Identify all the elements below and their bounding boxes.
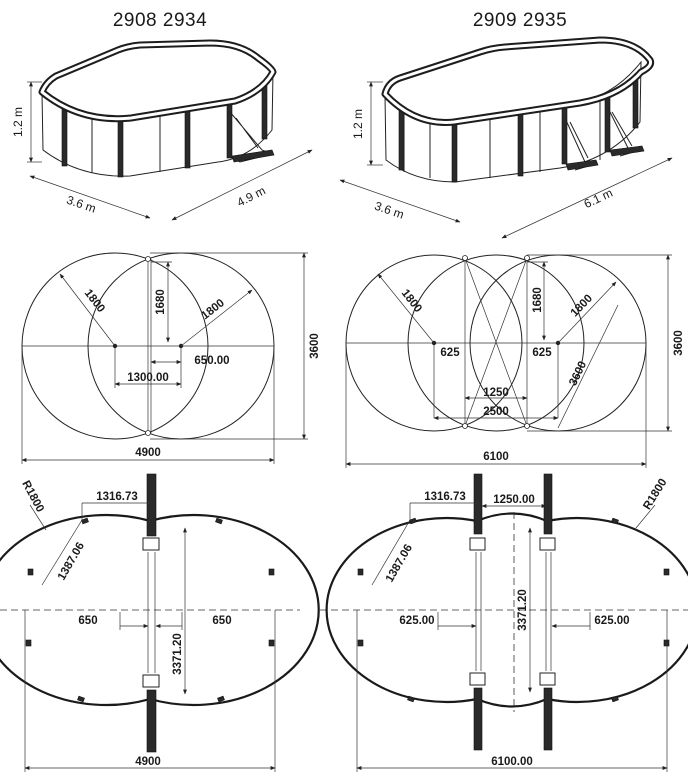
length-dimension (171, 149, 313, 221)
middle-bottom-outline (476, 697, 548, 708)
diagonal-dimension (557, 304, 619, 429)
length-label: 6100.00 (491, 756, 533, 768)
arc-dimension (371, 519, 411, 586)
middle-top-outline (476, 512, 548, 523)
height-label: 1.2 m (11, 107, 25, 137)
offset-left-label: 625.00 (399, 615, 434, 627)
radius-line (59, 273, 116, 347)
buttress-foot-bottom (142, 674, 160, 688)
plan-view-right: 1800 1800 1680 625 625 1250 2500 3600 36… (345, 254, 685, 468)
length-label: 6.1 m (582, 186, 615, 211)
radius-line (180, 289, 253, 347)
buttress-foot-bottom (469, 672, 486, 686)
offset-right-label: 625 (532, 347, 552, 359)
offset-left-label: 650 (78, 615, 97, 627)
intersection-point (145, 256, 151, 262)
intersection-point (145, 430, 151, 436)
chord-label: 1316.73 (96, 491, 138, 503)
buttress-bar-top (473, 473, 483, 535)
upright-post (561, 105, 568, 165)
height-label: 1.2 m (351, 109, 365, 139)
upright-post (61, 105, 68, 167)
buttress-foot-top (469, 537, 486, 551)
arc-label: 1387.06 (384, 542, 415, 584)
buttress-bar-top (146, 473, 157, 537)
upright-post (261, 83, 268, 140)
radius-leader (635, 504, 656, 529)
intersection-point (524, 423, 530, 429)
top-rail-inner (40, 41, 275, 121)
radius-leader (29, 504, 47, 531)
wall-shoes (357, 517, 670, 703)
width-label: 3.6 m (373, 199, 406, 222)
pool-3d-view-left: 1.2 m 3.6 m 4.9 m (11, 39, 313, 221)
top-rail-inner (383, 38, 653, 124)
upright-post (451, 119, 458, 183)
arc-dimension (41, 519, 83, 586)
radius-label-left: 1800 (82, 287, 107, 315)
pool-3d-view-right: 1.2 m 3.6 m 6.1 m (339, 36, 673, 239)
title-model-left: 2908 2934 (113, 10, 207, 31)
buttress-foot-bottom (539, 672, 556, 686)
radius-line (377, 273, 435, 344)
upright-post (184, 109, 191, 169)
offset-right-label: 625.00 (594, 615, 629, 627)
intersection-point (462, 255, 468, 261)
total-length-label: 6100 (483, 451, 509, 463)
offset-right-label: 650 (212, 615, 231, 627)
radius-label-left: 1800 (399, 287, 424, 315)
height-label: 3371.20 (172, 633, 184, 675)
intersection-point (462, 423, 468, 429)
frame-view-left: R1800 1316.73 1387.06 650 650 3371.20 49… (0, 473, 320, 772)
upright-post (517, 113, 524, 177)
intersection-point (524, 255, 530, 261)
arc-label: 1387.06 (56, 540, 87, 582)
offset-label: 650.00 (194, 355, 229, 367)
upright-post (398, 107, 405, 171)
frame-view-right: R1800 1316.73 1250.00 1387.06 625.00 625… (320, 473, 688, 772)
buttress-foot-top (142, 537, 160, 551)
half-height-label: 1680 (155, 289, 167, 315)
upright-post (604, 95, 611, 153)
center-span-label: 1250.00 (493, 494, 535, 506)
wall-shoes (25, 517, 275, 703)
radius-label-right: 1800 (199, 297, 227, 322)
buttress-bar-bottom (146, 689, 157, 753)
length-dimension (501, 157, 673, 239)
upright-post (226, 99, 233, 159)
height-label: 3371.20 (517, 589, 529, 631)
right-lobe-outline (149, 513, 320, 707)
diagonal-label: 3600 (567, 360, 589, 388)
half-height-label: 1680 (532, 287, 544, 313)
width-dimension (339, 179, 461, 223)
upright-post (117, 117, 124, 178)
radius-line (557, 281, 617, 344)
centers-label: 1300.00 (127, 372, 169, 384)
total-length-label: 4900 (135, 447, 161, 459)
width-dimension (29, 175, 151, 219)
left-lobe-outline (0, 513, 151, 707)
radius-label: R1800 (641, 477, 669, 512)
buttress-bar-bottom (473, 687, 483, 751)
radius-label: R1800 (19, 479, 46, 515)
buttress-foot-top (539, 537, 556, 551)
buttress-bar-bottom (543, 687, 553, 751)
length-label: 4900 (135, 756, 161, 768)
radius-label-right: 1800 (569, 293, 595, 320)
total-height-label: 3600 (673, 330, 685, 356)
buttress-base (609, 145, 645, 157)
width-label: 3.6 m (65, 193, 98, 216)
plan-view-left: 1800 1800 1680 650.00 1300.00 3600 4900 (21, 252, 321, 464)
title-model-right: 2909 2935 (473, 10, 567, 31)
buttress-bar-top (543, 473, 553, 535)
total-height-label: 3600 (309, 333, 321, 359)
length-label: 4.9 m (235, 183, 268, 209)
chord-label: 1316.73 (424, 491, 466, 503)
center-span-label: 1250 (483, 387, 509, 399)
offset-left-label: 625 (440, 347, 460, 359)
inner-span-label: 2500 (483, 406, 509, 418)
